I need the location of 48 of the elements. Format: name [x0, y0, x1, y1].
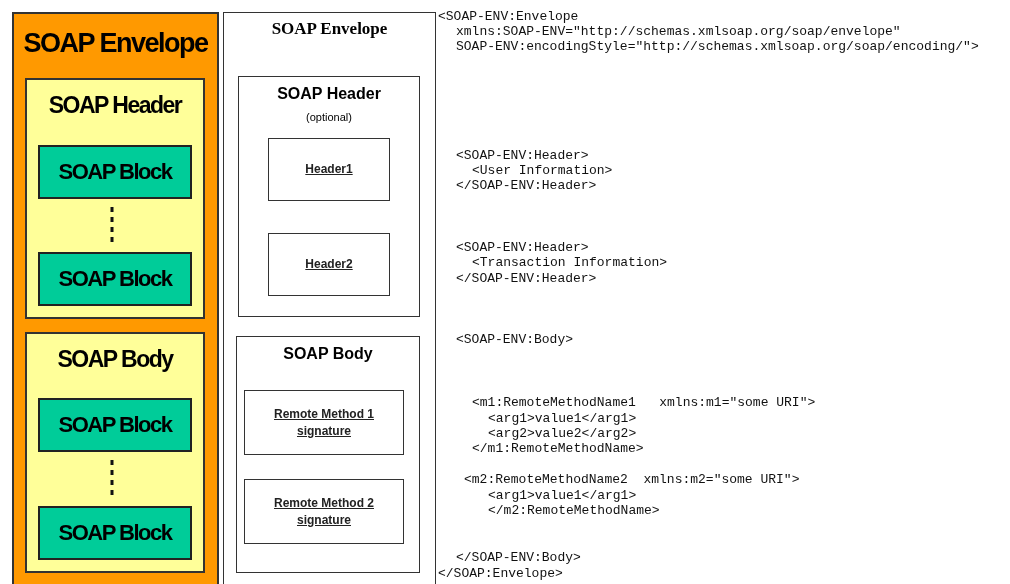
code-line: </SOAP:Envelope>: [438, 566, 563, 581]
section-title: SOAP Header: [276, 85, 382, 104]
code-line: <SOAP-ENV:Body>: [456, 332, 574, 347]
block-label: SOAP Block: [57, 159, 174, 185]
signature-box: [268, 138, 390, 201]
signature-label: Header1: [305, 161, 353, 178]
block-label: SOAP Block: [57, 520, 174, 546]
code-line: <arg1>value1</arg1>: [488, 411, 637, 426]
signature-label: Remote Method 2 signature: [273, 494, 375, 529]
code-line: <m2:RemoteMethodName2 xmlns:m2="some URI">: [464, 472, 800, 487]
block-box: [38, 398, 192, 452]
section-panel: [236, 336, 420, 573]
signature-box: [244, 390, 404, 455]
code-line: <arg2>value2</arg2>: [488, 426, 637, 441]
signature-box: [268, 233, 390, 296]
block-label: SOAP Block: [57, 266, 174, 292]
code-line: <arg1>value1</arg1>: [488, 488, 637, 503]
block-box: [38, 252, 192, 306]
code-line: <User Information>: [472, 163, 613, 178]
code-line: <Transaction Information>: [472, 255, 668, 270]
section-note: (optional): [305, 111, 353, 124]
code-line: </SOAP-ENV:Header>: [456, 271, 597, 286]
section-title: SOAP Body: [56, 346, 175, 373]
section-title: SOAP Body: [282, 345, 374, 364]
signature-label: Header2: [305, 256, 353, 273]
block-box: [38, 506, 192, 560]
code-line: <SOAP-ENV:Header>: [456, 240, 589, 255]
envelope-panel: [223, 12, 436, 584]
code-line: </SOAP-ENV:Header>: [456, 178, 597, 193]
section-title: SOAP Header: [47, 92, 183, 119]
panel-title: SOAP Envelope: [270, 19, 389, 39]
section-panel: [25, 332, 205, 573]
code-line: </m1:RemoteMethodName>: [472, 441, 644, 456]
code-line: </SOAP-ENV:Body>: [456, 550, 581, 565]
section-panel: [238, 76, 420, 317]
signature-label: Remote Method 1 signature: [273, 405, 375, 440]
block-label: SOAP Block: [57, 412, 174, 438]
panel-title: SOAP Envelope: [22, 28, 209, 60]
section-panel: [25, 78, 205, 319]
envelope-panel: [12, 12, 219, 584]
signature-box: [244, 479, 404, 544]
code-line: <SOAP-ENV:Header>: [456, 148, 589, 163]
code-line: SOAP-ENV:encodingStyle="http://schemas.xmlsoap.org/soap/encoding/">: [456, 39, 979, 54]
block-box: [38, 145, 192, 199]
code-line: <m1:RemoteMethodName1 xmlns:m1="some URI">: [472, 395, 816, 410]
code-line: </m2:RemoteMethodName>: [488, 503, 660, 518]
code-line: xmlns:SOAP-ENV="http://schemas.xmlsoap.org/soap/envelope": [456, 24, 901, 39]
code-line: <SOAP-ENV:Envelope: [438, 9, 579, 24]
